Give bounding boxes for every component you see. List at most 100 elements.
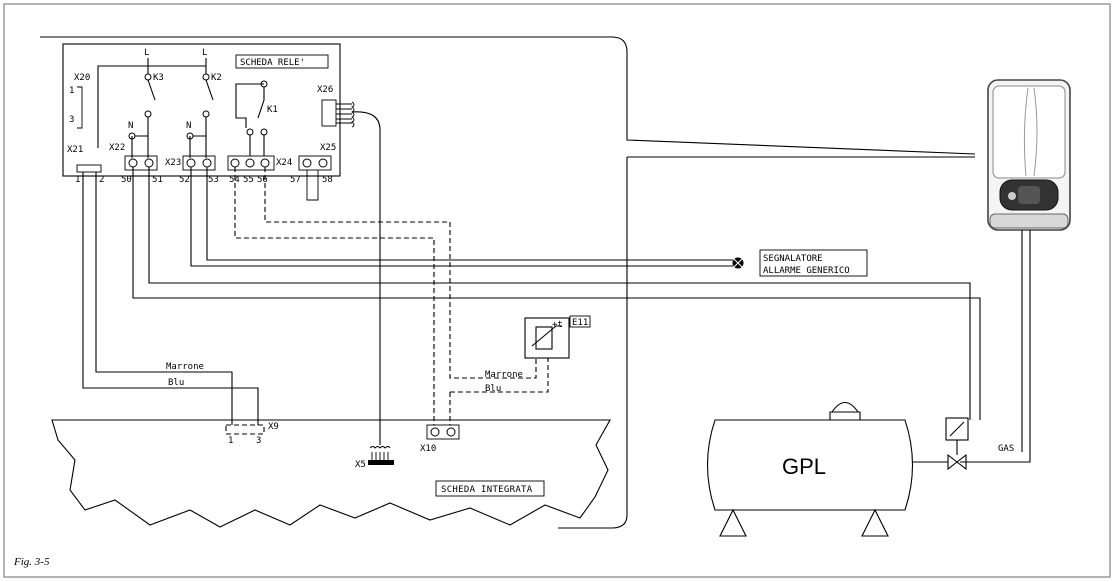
e11-label: E11	[572, 318, 588, 328]
x22-block	[124, 155, 158, 171]
x9-pin3: 3	[256, 436, 261, 446]
term-56: 56	[257, 175, 268, 185]
x24-block	[227, 155, 275, 171]
x25-screw-57	[302, 158, 312, 168]
x26-label: X26	[317, 85, 333, 95]
k2-label: K2	[211, 73, 222, 83]
x22-label: X22	[109, 143, 125, 153]
relay-board	[62, 43, 341, 177]
e11-element	[535, 326, 553, 350]
gpl-label: GPL	[782, 454, 826, 479]
integrated-board-label-box	[435, 480, 545, 497]
x5-connector	[368, 460, 394, 465]
gas-label: GAS	[998, 444, 1014, 454]
x23-screw-52	[186, 158, 196, 168]
k2-n-label: N	[186, 121, 191, 131]
alarm-label-line2: ALLARME GENERICO	[763, 266, 850, 276]
x23-screw-53	[202, 158, 212, 168]
k3-switch	[147, 79, 156, 101]
blu-label-left: Blu	[168, 378, 184, 388]
term-1: 1	[75, 175, 80, 185]
relay-board-label: SCHEDA RELE'	[240, 58, 305, 68]
term-52: 52	[179, 175, 190, 185]
term-57: 57	[290, 175, 301, 185]
term-50: 50	[121, 175, 132, 185]
wire-x24-54-x10	[234, 167, 435, 425]
x22-screw-51	[144, 158, 154, 168]
wire-blu-x9	[82, 172, 259, 425]
k3-line-wire	[97, 58, 149, 148]
term-58: 58	[322, 175, 333, 185]
x24-screw-56	[260, 158, 270, 168]
wire-x23-52-alarm	[190, 167, 733, 267]
x9-connector	[225, 424, 265, 435]
x22-screw-50	[128, 158, 138, 168]
k3-label: K3	[153, 73, 164, 83]
e11-plus-t: +t	[552, 320, 563, 330]
x26-connector	[321, 99, 337, 127]
x23-block	[182, 155, 216, 171]
term-2: 2	[99, 175, 104, 185]
k2-switch	[205, 79, 214, 101]
k3-l-label: L	[144, 48, 149, 58]
k2-line-wire	[148, 58, 207, 74]
wire-x22-51-valve	[148, 167, 971, 420]
gpl-tank	[706, 419, 914, 511]
x9-pin1: 1	[228, 436, 233, 446]
x25-jumper	[306, 170, 319, 201]
k3-contact-bottom	[144, 110, 152, 118]
alarm-lamp-cross	[733, 258, 743, 268]
x10-block	[426, 424, 460, 440]
k3-out-wire	[132, 117, 149, 158]
term-54: 54	[229, 175, 240, 185]
k3-contact-top	[144, 73, 152, 81]
gas-pipe	[960, 230, 1031, 463]
x9-label: X9	[268, 422, 279, 432]
x26-cable	[351, 111, 381, 445]
x21-block	[76, 164, 102, 173]
x5-label: X5	[355, 460, 366, 470]
relay-board-label-box	[235, 54, 329, 69]
gpl-tank-legs	[719, 508, 889, 537]
k2-contact-bottom	[202, 110, 210, 118]
x25-label: X25	[320, 143, 336, 153]
x25-screw-58	[318, 158, 328, 168]
k1-label: K1	[267, 105, 278, 115]
k3-n-label: N	[128, 121, 133, 131]
wire-marrone-x9	[95, 172, 233, 425]
x21-label: X21	[67, 145, 83, 155]
integrated-board-label: SCHEDA INTEGRATA	[441, 485, 533, 495]
x20-pin1: 1	[69, 86, 74, 96]
neutral-wires	[131, 136, 191, 158]
x20-pin3: 3	[69, 115, 74, 125]
wire-x22-50-valve	[132, 167, 981, 420]
x24-label: X24	[276, 158, 292, 168]
term-51: 51	[152, 175, 163, 185]
x10-screw-2	[446, 427, 456, 437]
k1-contact-right	[260, 128, 268, 136]
solenoid-mark	[949, 421, 965, 437]
marrone-label-right: Marrone	[485, 370, 523, 380]
x20-connector	[77, 86, 83, 129]
figure-caption: Fig. 3-5	[13, 556, 50, 568]
alarm-label-box	[759, 249, 868, 277]
x23-label: X23	[165, 158, 181, 168]
x5-wires	[369, 446, 391, 460]
figure-frame	[3, 3, 1111, 578]
x10-label: X10	[420, 444, 436, 454]
valve-body	[947, 453, 967, 471]
wire-x23-53-alarm	[206, 167, 733, 261]
k2-contact-top	[202, 73, 210, 81]
k1-contact-left	[246, 128, 254, 136]
k2-l-label: L	[202, 48, 207, 58]
boiler-outline	[40, 36, 976, 529]
k1-out-wires	[249, 135, 265, 156]
e11-label-box	[569, 315, 591, 328]
term-53: 53	[208, 175, 219, 185]
term-55: 55	[243, 175, 254, 185]
x24-screw-54	[230, 158, 240, 168]
e11-thermistor-mark	[531, 325, 562, 347]
x10-screw-1	[430, 427, 440, 437]
